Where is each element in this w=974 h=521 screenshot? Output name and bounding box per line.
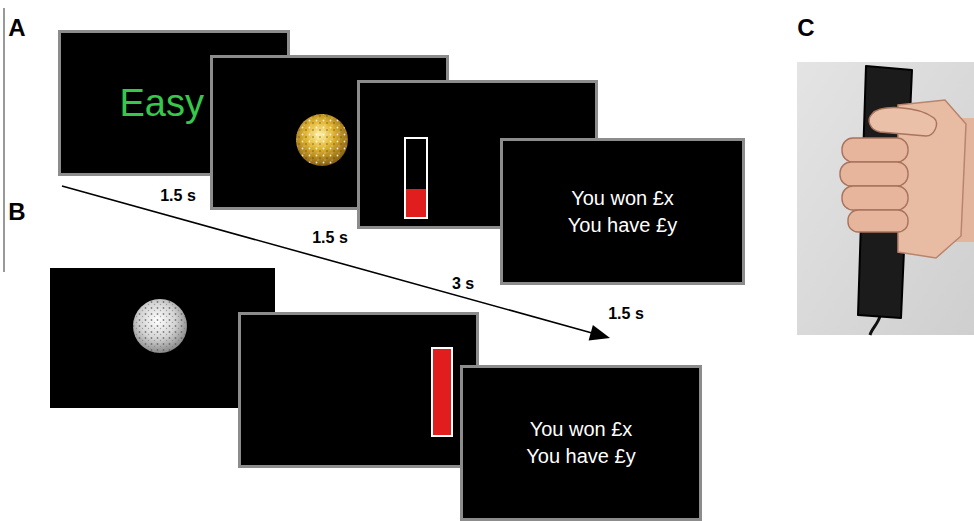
gold-coin	[296, 114, 348, 166]
cable	[870, 316, 880, 335]
screen-frame	[240, 314, 478, 467]
cue-screen: Easy	[58, 30, 290, 176]
duration-label: 3 s	[452, 275, 474, 293]
feedback-text: You won £x	[571, 185, 674, 212]
force-gauge	[432, 348, 452, 436]
duration-label: 1.5 s	[608, 305, 644, 323]
panel-letter: A	[8, 14, 25, 42]
finger	[848, 210, 908, 232]
finger	[842, 138, 908, 162]
silver-coin	[133, 299, 187, 353]
finger	[840, 162, 908, 186]
arrow-head	[589, 325, 610, 340]
duration-label: 1.5 s	[160, 187, 196, 205]
panel-letter: C	[797, 14, 814, 42]
duration-label: 1.5 s	[312, 229, 348, 247]
force-bar-screen	[240, 314, 478, 467]
photo-ground	[797, 62, 974, 335]
feedback-screen: You won £xYou have £y	[460, 365, 702, 521]
feedback-text: You have £y	[568, 212, 677, 239]
panel-letter: B	[8, 198, 25, 226]
panel-rule	[3, 8, 4, 272]
finger	[842, 186, 908, 210]
feedback-text: You have £y	[526, 443, 635, 470]
coin-texture	[296, 114, 348, 166]
thumb	[869, 108, 936, 136]
coin-texture	[133, 299, 187, 353]
feedback-screen: You won £xYou have £y	[500, 138, 745, 285]
feedback-text: You won £x	[530, 416, 633, 443]
force-level	[406, 189, 426, 217]
cue-word: Easy	[120, 81, 204, 125]
grip-photo	[797, 62, 974, 335]
force-gauge	[405, 138, 427, 218]
